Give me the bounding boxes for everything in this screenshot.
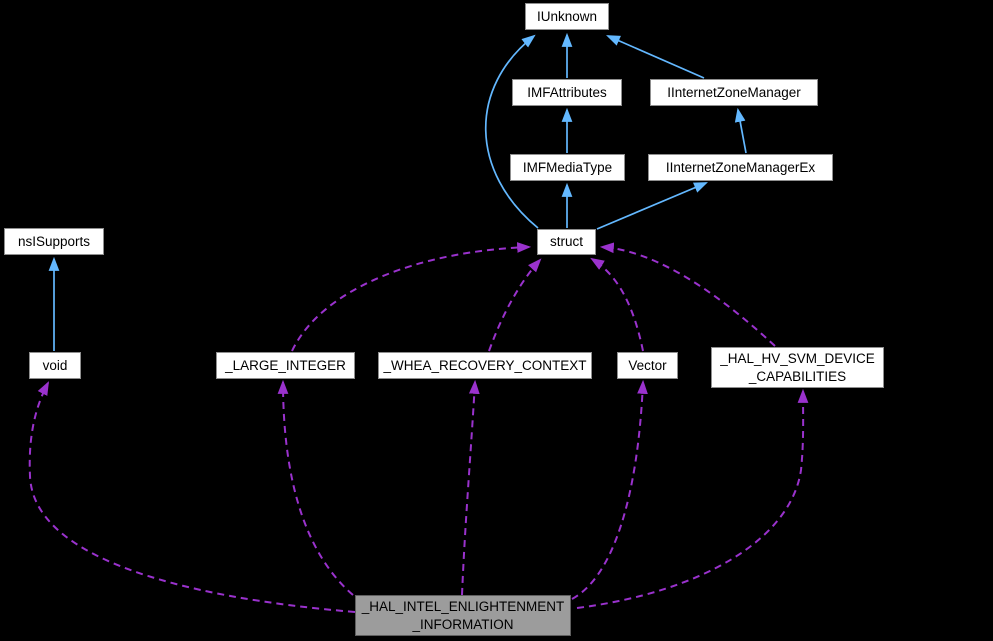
node-nsisupports[interactable]: nsISupports (4, 228, 104, 255)
node-iinternetzonemanagerex[interactable]: IInternetZoneManagerEx (648, 154, 833, 181)
edge-main-to-whea-recovery-context (461, 379, 480, 596)
node-struct[interactable]: struct (537, 229, 596, 255)
edge-main-to-large-integer (277, 379, 354, 596)
edge-struct-to-iunknown (484, 34, 539, 229)
node-vector[interactable]: Vector (617, 352, 678, 379)
node-void[interactable]: void (29, 352, 81, 379)
edge-main-to-void (28, 381, 356, 613)
node-imfmediatype[interactable]: IMFMediaType (510, 154, 625, 181)
edge-large-integer-to-struct (291, 242, 532, 352)
node-iinternetzonemanager[interactable]: IInternetZoneManager (650, 79, 818, 106)
node-iunknown[interactable]: IUnknown (525, 3, 609, 30)
node-whea-recovery-context[interactable]: _WHEA_RECOVERY_CONTEXT (378, 352, 592, 379)
edge-hal-hv-svm-device-capabilities-to-struct (599, 242, 776, 347)
node-hal-hv-svm-device-capabilities[interactable]: _HAL_HV_SVM_DEVICE _CAPABILITIES (711, 347, 884, 388)
edge-struct-to-iinternetzonemanagerex (596, 182, 708, 230)
edge-main-to-hal-hv-svm-device-capabilities (576, 388, 809, 609)
node-imfattributes[interactable]: IMFAttributes (512, 79, 622, 106)
edge-whea-recovery-context-to-struct (488, 258, 542, 352)
edge-iinternetzonemanagerex-to-iinternetzonemanager (734, 107, 747, 154)
edge-main-to-vector (571, 379, 648, 600)
edge-vector-to-struct (590, 257, 644, 352)
node-hal-intel-enlightenment-information[interactable]: _HAL_INTEL_ENLIGHTENMENT _INFORMATION (355, 595, 571, 636)
edge-iinternetzonemanager-to-iunknown (606, 35, 705, 79)
node-large-integer[interactable]: _LARGE_INTEGER (216, 352, 355, 379)
